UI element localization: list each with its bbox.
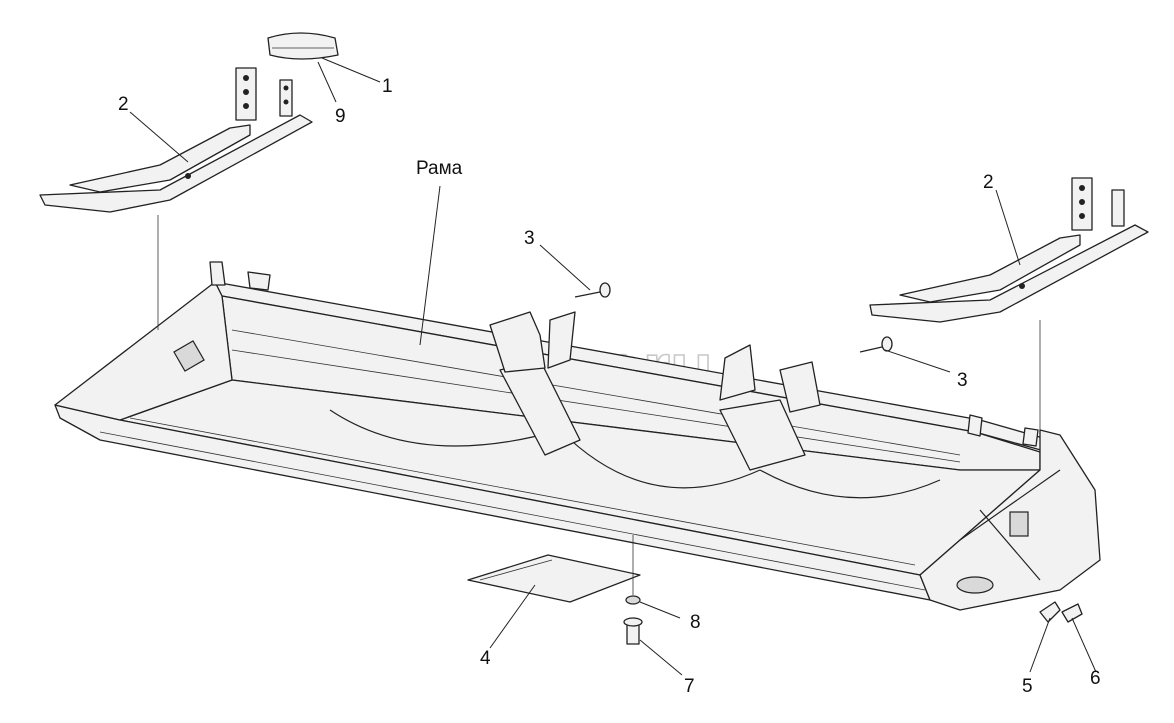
- part-8-washer: [625, 595, 641, 605]
- part-4-cover-plate: [467, 554, 641, 603]
- part-6-clip: [1061, 603, 1083, 623]
- callout-2-right: 2: [983, 172, 994, 193]
- callout-3-right: 3: [957, 370, 968, 391]
- callout-8: 8: [690, 612, 701, 633]
- part-3-bolt-right: [859, 336, 893, 353]
- callout-4: 4: [480, 648, 491, 669]
- part-7-bolt: [623, 617, 643, 645]
- main-frame: [54, 261, 1101, 611]
- part-5-bracket: [1039, 601, 1061, 623]
- frame-label: Рама: [416, 158, 463, 179]
- part-1-cover-plate: [267, 32, 339, 60]
- right-support-arm: [869, 177, 1149, 323]
- callout-5: 5: [1022, 676, 1033, 697]
- callout-2-left: 2: [118, 94, 129, 115]
- part-3-bolt-left: [574, 282, 611, 298]
- callout-9: 9: [335, 106, 346, 127]
- left-support-arm: [39, 67, 313, 213]
- callout-1: 1: [382, 76, 393, 97]
- callout-7: 7: [684, 676, 695, 697]
- callout-6: 6: [1090, 668, 1101, 689]
- callout-3-left: 3: [524, 228, 535, 249]
- leader-lines: [129, 57, 1097, 676]
